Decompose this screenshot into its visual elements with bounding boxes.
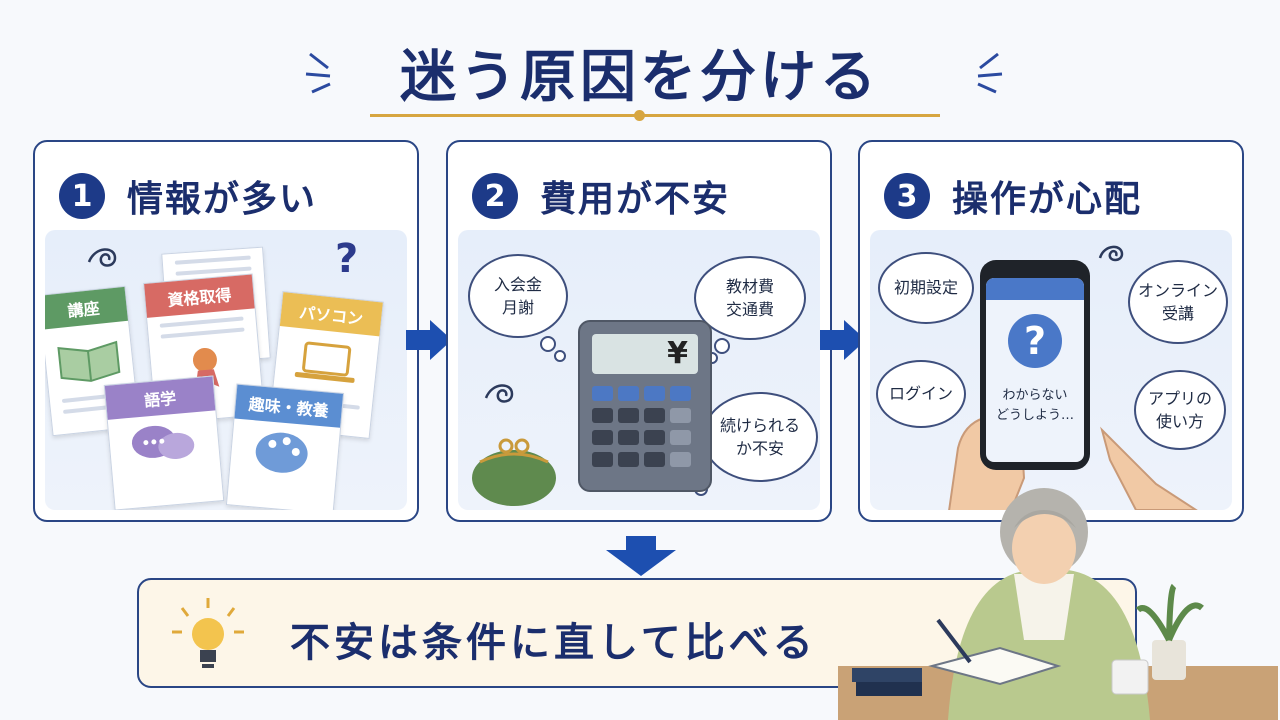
brochure-hobby: 趣味・教養 bbox=[225, 383, 345, 510]
brochure-lecture: 講座 bbox=[45, 285, 141, 437]
open-notebook bbox=[928, 646, 1062, 686]
sparkle-right-icon bbox=[977, 52, 1003, 94]
panel-title-1: 情報が多い bbox=[127, 179, 318, 220]
book-stack bbox=[852, 668, 922, 682]
chat-bubbles-icon bbox=[131, 425, 195, 459]
lightbulb-icon bbox=[172, 598, 244, 668]
step-number-1: 1 bbox=[59, 173, 105, 219]
phone-question-icon: ? bbox=[1008, 314, 1062, 368]
smartphone-icon: ? わからない どうしよう… bbox=[980, 260, 1090, 470]
title-underline bbox=[370, 114, 940, 117]
brochure-language: 語学 bbox=[103, 375, 225, 510]
calculator-screen: ¥ bbox=[592, 334, 698, 374]
smartphone-illustration: ? わからない どうしよう… 初期設定 オンライン 受講 ログイン アプリの 使… bbox=[870, 230, 1232, 510]
thought-bubble-app: アプリの 使い方 bbox=[1134, 370, 1226, 450]
panel-title-2: 費用が不安 bbox=[540, 179, 731, 220]
laptop-icon bbox=[294, 341, 355, 383]
right-arrow-icon-1 bbox=[406, 320, 452, 360]
sparkle-left-icon bbox=[305, 52, 331, 94]
thought-bubble-materials: 教材費 交通費 bbox=[694, 256, 806, 340]
elderly-woman-studying-illustration bbox=[838, 488, 1278, 720]
page-title: 迷う原因を分ける bbox=[400, 45, 880, 110]
panel-title-3: 操作が心配 bbox=[952, 179, 1143, 220]
panel-information-overload: 1 情報が多い ? 講座 資格取得 パソコン bbox=[33, 140, 419, 522]
question-mark-icon: ? bbox=[335, 236, 359, 282]
thought-bubble-fees: 入会金 月謝 bbox=[468, 254, 568, 338]
coin-purse-icon bbox=[472, 438, 556, 506]
step-number-3: 3 bbox=[884, 173, 930, 219]
plant-pot bbox=[1152, 640, 1186, 680]
panel-cost-worries: 2 費用が不安 入会金 月謝 教材費 交通費 続けられる か不安 ¥ bbox=[446, 140, 832, 522]
open-book-icon bbox=[57, 340, 121, 382]
phone-text-line-1: わからない bbox=[1002, 388, 1068, 403]
coffee-cup-icon bbox=[1111, 659, 1149, 695]
thought-bubble-login: ログイン bbox=[876, 360, 966, 428]
right-arrow-icon-2 bbox=[820, 320, 866, 360]
brochure-computer: パソコン bbox=[268, 291, 384, 439]
paint-palette-icon bbox=[255, 432, 308, 473]
thought-bubble-online: オンライン 受講 bbox=[1128, 260, 1228, 344]
confused-swirl-icon bbox=[87, 248, 117, 267]
thought-bubble-continuity: 続けられる か不安 bbox=[702, 392, 818, 482]
plant-leaves bbox=[1135, 583, 1204, 642]
conclusion-text: 不安は条件に直して比べる bbox=[290, 620, 817, 666]
right-hand-icon bbox=[1100, 426, 1198, 510]
confused-swirl-icon-2 bbox=[1098, 245, 1124, 262]
step-number-2: 2 bbox=[472, 173, 518, 219]
phone-text-line-2: どうしよう… bbox=[995, 408, 1074, 423]
thought-bubble-setup: 初期設定 bbox=[878, 252, 974, 324]
down-arrow-icon bbox=[606, 536, 676, 576]
calculator-icon: ¥ bbox=[578, 320, 712, 492]
brochures-illustration: ? 講座 資格取得 パソコン bbox=[45, 230, 407, 510]
title-underline-dot bbox=[634, 110, 645, 121]
face bbox=[1012, 512, 1076, 584]
pen-icon bbox=[936, 618, 972, 664]
panel-operation-worries: 3 操作が心配 ? わからない どうしよう… 初期設定 オンライン 受講 bbox=[858, 140, 1244, 522]
calculator-illustration: 入会金 月謝 教材費 交通費 続けられる か不安 ¥ bbox=[458, 230, 820, 510]
worry-swirl-icon bbox=[484, 384, 514, 403]
